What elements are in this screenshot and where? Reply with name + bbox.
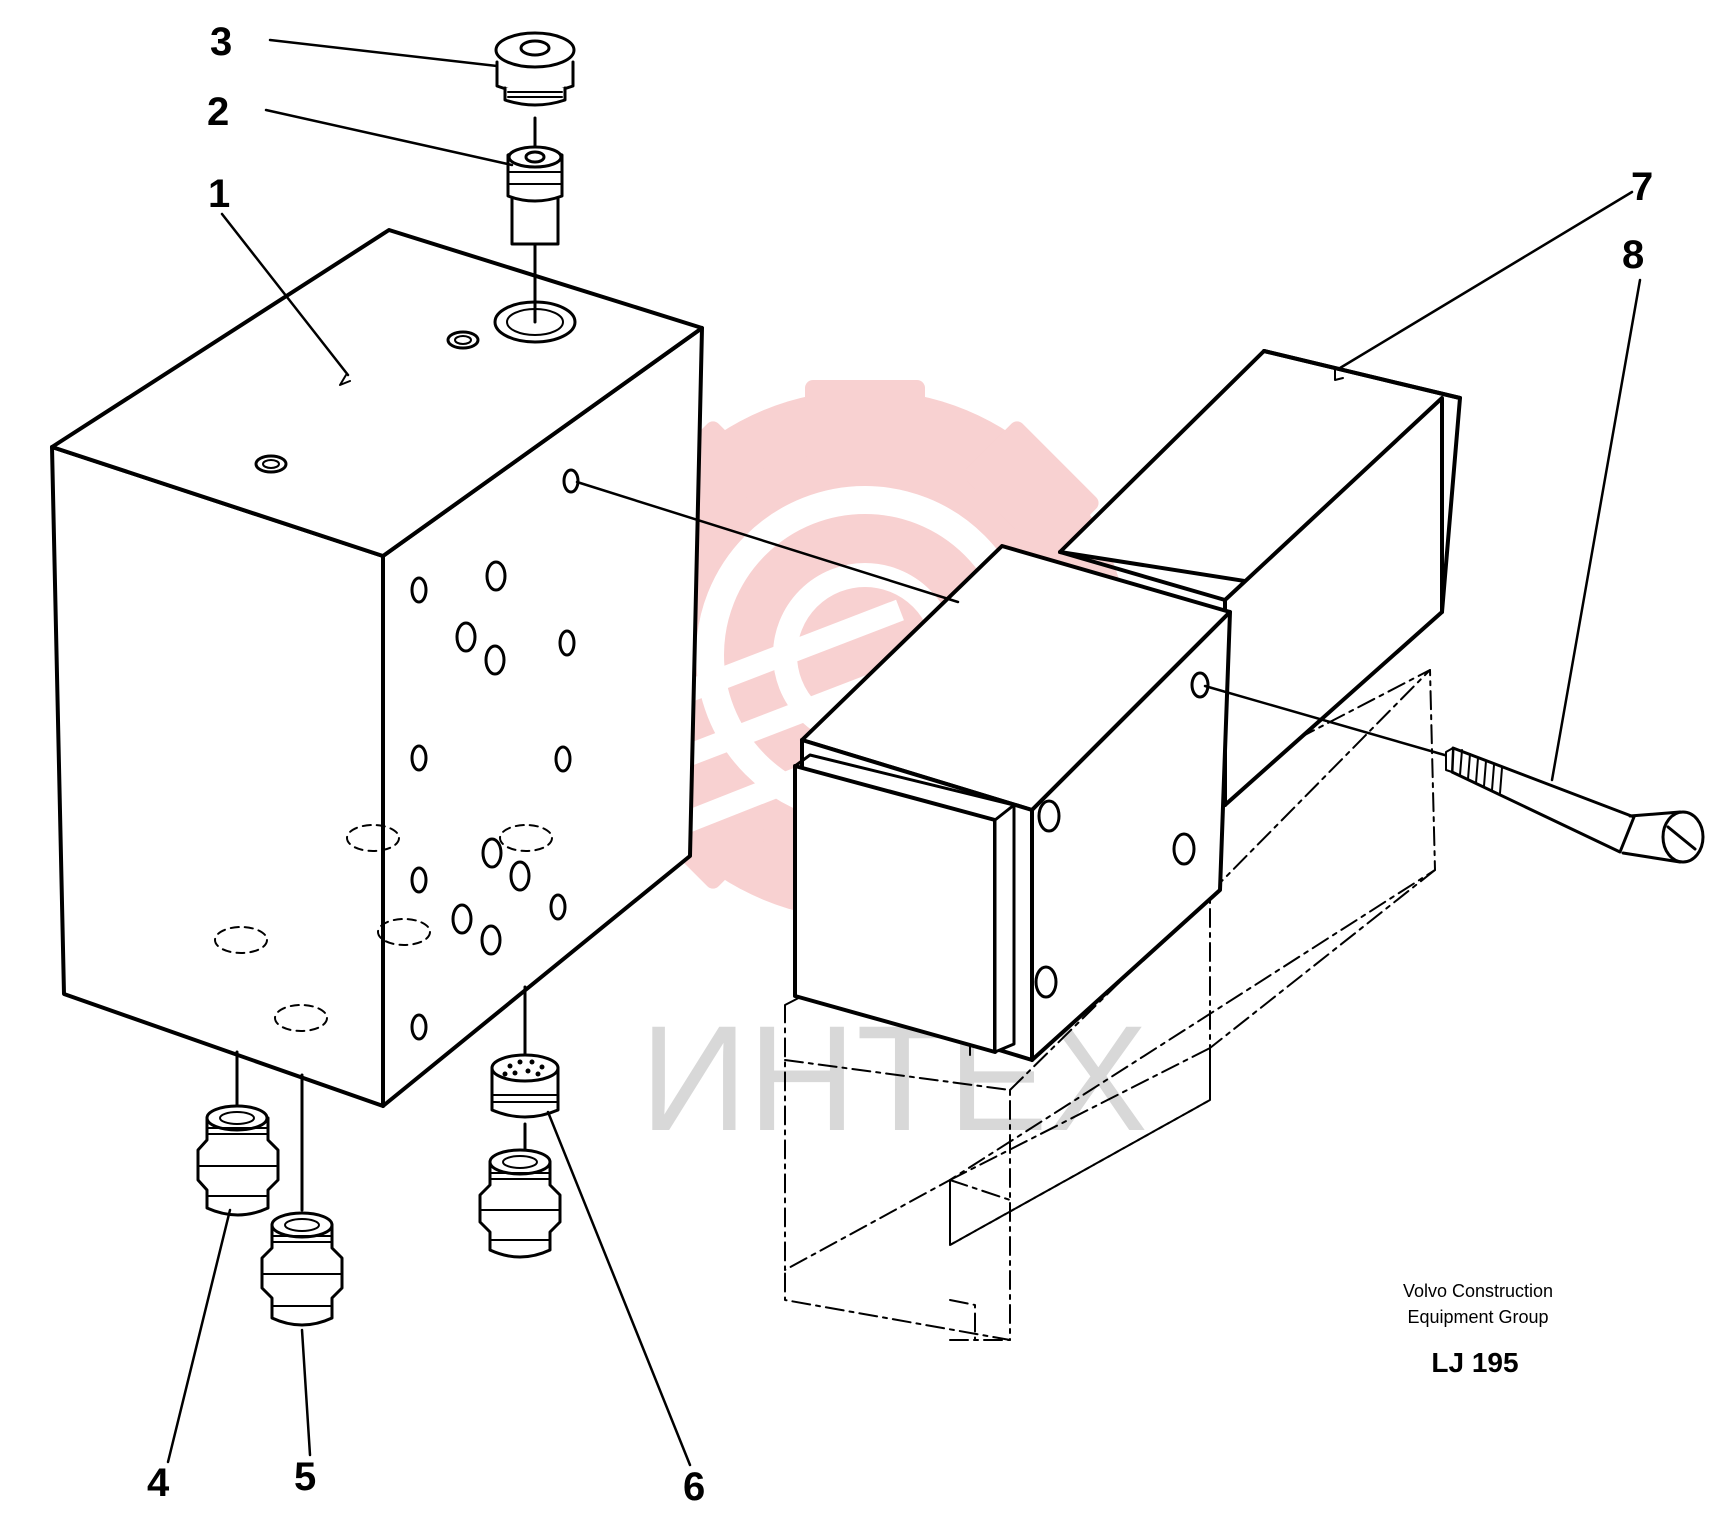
credit-line-1: Volvo Construction [1403,1281,1553,1301]
part-7-solenoid-valve [784,349,1462,1341]
drawing-code: LJ 195 [1431,1347,1518,1378]
part-5-fitting [260,1073,344,1327]
callout-2: 2 [207,90,229,134]
part-3-plug [494,31,576,107]
callout-labels: 3 2 1 7 8 4 5 6 [147,20,1653,1509]
part-4-fitting [196,1050,280,1217]
credit-block: Volvo Construction Equipment Group LJ 19… [1403,1281,1553,1378]
callout-7: 7 [1631,165,1653,209]
part-1-valve-block [50,228,704,1108]
part-2-check-valve [506,116,564,324]
credit-line-2: Equipment Group [1407,1307,1548,1327]
leader-lines [166,38,1642,1467]
callout-1: 1 [208,172,230,216]
callout-4: 4 [147,1461,170,1505]
callout-3: 3 [210,20,232,64]
part-8-screw [1203,684,1705,864]
part-6-filter [478,985,562,1259]
callout-6: 6 [683,1465,705,1509]
callout-5: 5 [294,1455,316,1499]
callout-8: 8 [1622,233,1644,277]
